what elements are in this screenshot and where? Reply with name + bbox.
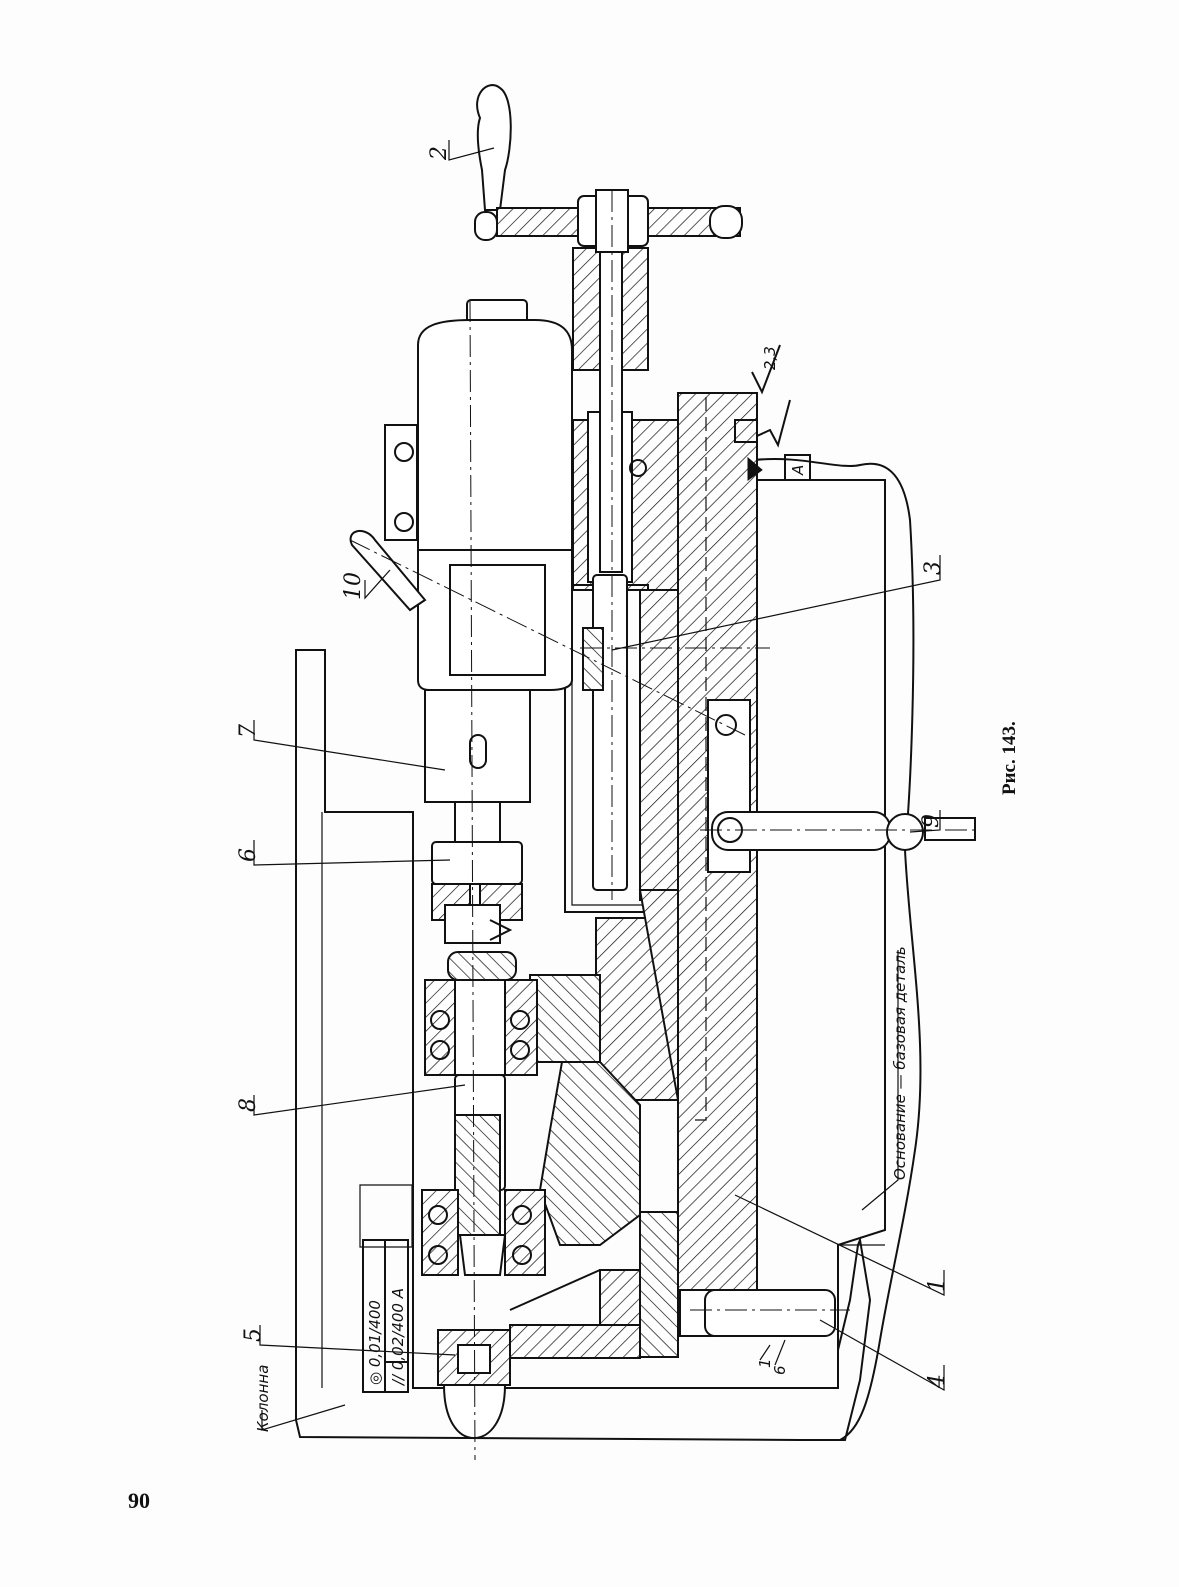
callout-10: 10 [341,572,366,600]
callout-7: 7 [236,724,261,738]
crank-handle [475,85,742,252]
mark-6: 6 [771,1365,789,1375]
callout-2: 2 [427,146,452,161]
callout-4: 4 [925,1374,950,1389]
callout-8: 8 [236,1098,261,1112]
callout-9: 9 [919,814,944,828]
base-label: Основание — базовая деталь [891,946,909,1180]
locating-pin [680,1290,835,1336]
clamp-lever [708,700,975,872]
coupling [432,842,522,943]
surface-finish-value: 2,3 [761,346,779,370]
callout-6: 6 [236,848,261,862]
column-label: Колонна [254,1365,272,1432]
figure-caption: Рис. 143. [999,721,1020,795]
datum-letter: A [789,465,807,476]
callout-3: 3 [921,561,946,575]
page-number: 90 [128,1488,150,1514]
spindle-housing [530,890,678,1245]
tolerance-row-2: // 0,02/400 A [389,1288,407,1387]
callout-5: 5 [241,1328,266,1342]
tolerance-frame: ◎ 0,01/400 // 0,02/400 A [363,1240,408,1392]
carriage [565,248,678,912]
spindle [422,952,545,1275]
tolerance-row-1: ◎ 0,01/400 [366,1300,384,1385]
callout-1: 1 [925,1278,950,1292]
